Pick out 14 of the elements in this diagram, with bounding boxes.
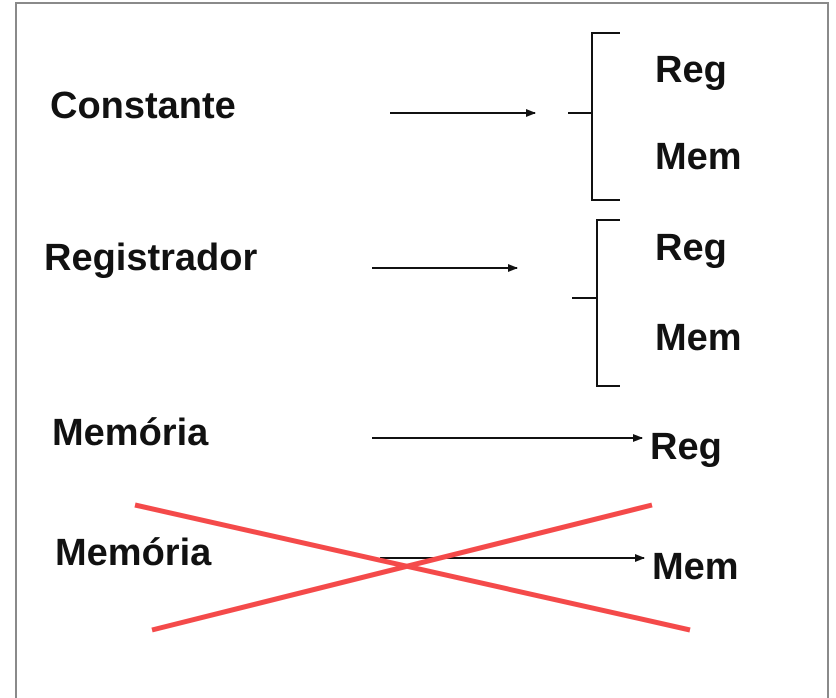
term-label: Registrador — [44, 236, 372, 280]
term-label: Mem — [655, 135, 760, 179]
term-label: Memória — [55, 531, 380, 575]
arrow — [380, 554, 645, 562]
term-label: Constante — [50, 84, 390, 128]
term-label: Mem — [655, 316, 760, 360]
term-label: Memória — [52, 411, 372, 455]
term-label: Mem — [644, 545, 756, 589]
arrow — [372, 264, 518, 272]
term-label: Reg — [655, 48, 745, 92]
term-label: Reg — [655, 226, 745, 270]
arrow — [390, 109, 536, 117]
term-label: Reg — [642, 425, 735, 469]
arrow — [372, 434, 643, 442]
